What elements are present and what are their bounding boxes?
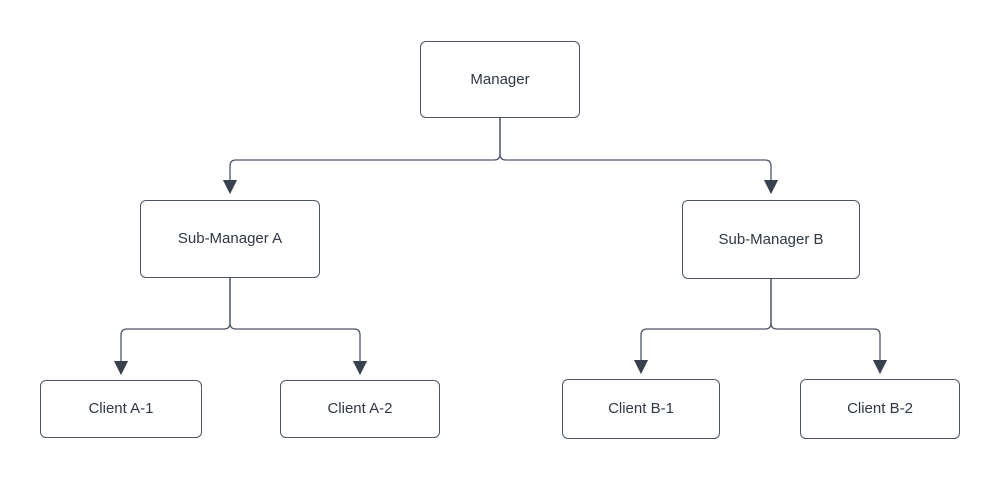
node-sub-manager-a-label: Sub-Manager A — [177, 230, 283, 247]
node-manager[interactable]: Manager — [420, 41, 580, 118]
node-client-b1[interactable]: Client B-1 — [562, 379, 720, 439]
node-manager-label: Manager — [470, 70, 530, 88]
edge-manager-to-sub-manager-a[interactable] — [222, 117, 501, 195]
node-client-b2[interactable]: Client B-2 — [800, 379, 960, 439]
node-sub-manager-b-label: Sub-Manager B — [718, 230, 824, 248]
node-client-b1-label: Client B-1 — [608, 400, 674, 417]
edge-sub-manager-b-to-client-b1[interactable] — [633, 278, 772, 375]
node-client-a2-label: Client A-2 — [327, 400, 393, 417]
node-client-a1-label: Client A-1 — [88, 400, 154, 417]
edge-sub-manager-a-to-client-a2[interactable] — [229, 277, 368, 376]
node-sub-manager-a[interactable]: Sub-Manager A — [140, 200, 320, 278]
node-client-a1[interactable]: Client A-1 — [40, 380, 202, 438]
edge-manager-to-sub-manager-b[interactable] — [499, 117, 779, 195]
node-sub-manager-b[interactable]: Sub-Manager B — [682, 200, 860, 279]
node-client-b2-label: Client B-2 — [847, 400, 913, 417]
node-client-a2[interactable]: Client A-2 — [280, 380, 440, 438]
edge-sub-manager-a-to-client-a1[interactable] — [113, 277, 231, 376]
edge-sub-manager-b-to-client-b2[interactable] — [770, 278, 888, 375]
